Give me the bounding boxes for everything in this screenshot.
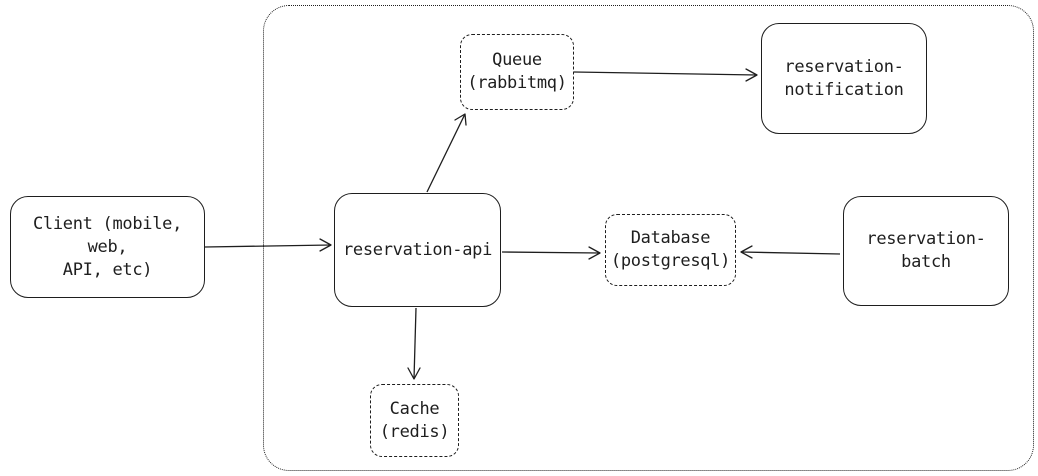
queue-node-label: Queue (rabbitmq) <box>467 50 567 93</box>
cache-node-label: Cache (redis) <box>379 398 450 442</box>
edge-api-to-database <box>501 246 601 260</box>
reservation-api-node-label: reservation-api <box>342 239 493 260</box>
reservation-notification-node-label: reservation- notification <box>784 56 904 100</box>
edge-batch-to-database <box>740 245 841 259</box>
cache-node: Cache (redis) <box>370 384 459 457</box>
system-boundary <box>263 5 1034 471</box>
queue-node: Queue (rabbitmq) <box>460 34 574 110</box>
edge-client-to-api <box>204 238 332 252</box>
reservation-api-node: reservation-api <box>334 193 501 307</box>
arrowhead <box>588 246 601 260</box>
edge-queue-to-notification <box>573 68 758 82</box>
arrowhead <box>740 245 753 259</box>
client-node: Client (mobile, web, API, etc) <box>10 196 205 298</box>
database-node: Database (postgresql) <box>605 214 736 286</box>
edge-api-to-queue <box>426 113 467 193</box>
arrowhead <box>407 367 421 380</box>
client-node-label: Client (mobile, web, API, etc) <box>32 213 183 280</box>
database-node-label: Database (postgresql) <box>610 228 731 271</box>
arrowhead <box>454 113 467 126</box>
reservation-batch-node-label: reservation- batch <box>866 229 986 272</box>
reservation-notification-node: reservation- notification <box>761 23 927 134</box>
edge-api-to-cache <box>407 307 421 380</box>
arrowhead <box>745 68 758 82</box>
reservation-batch-node: reservation- batch <box>843 196 1009 306</box>
arrowhead <box>319 238 332 252</box>
